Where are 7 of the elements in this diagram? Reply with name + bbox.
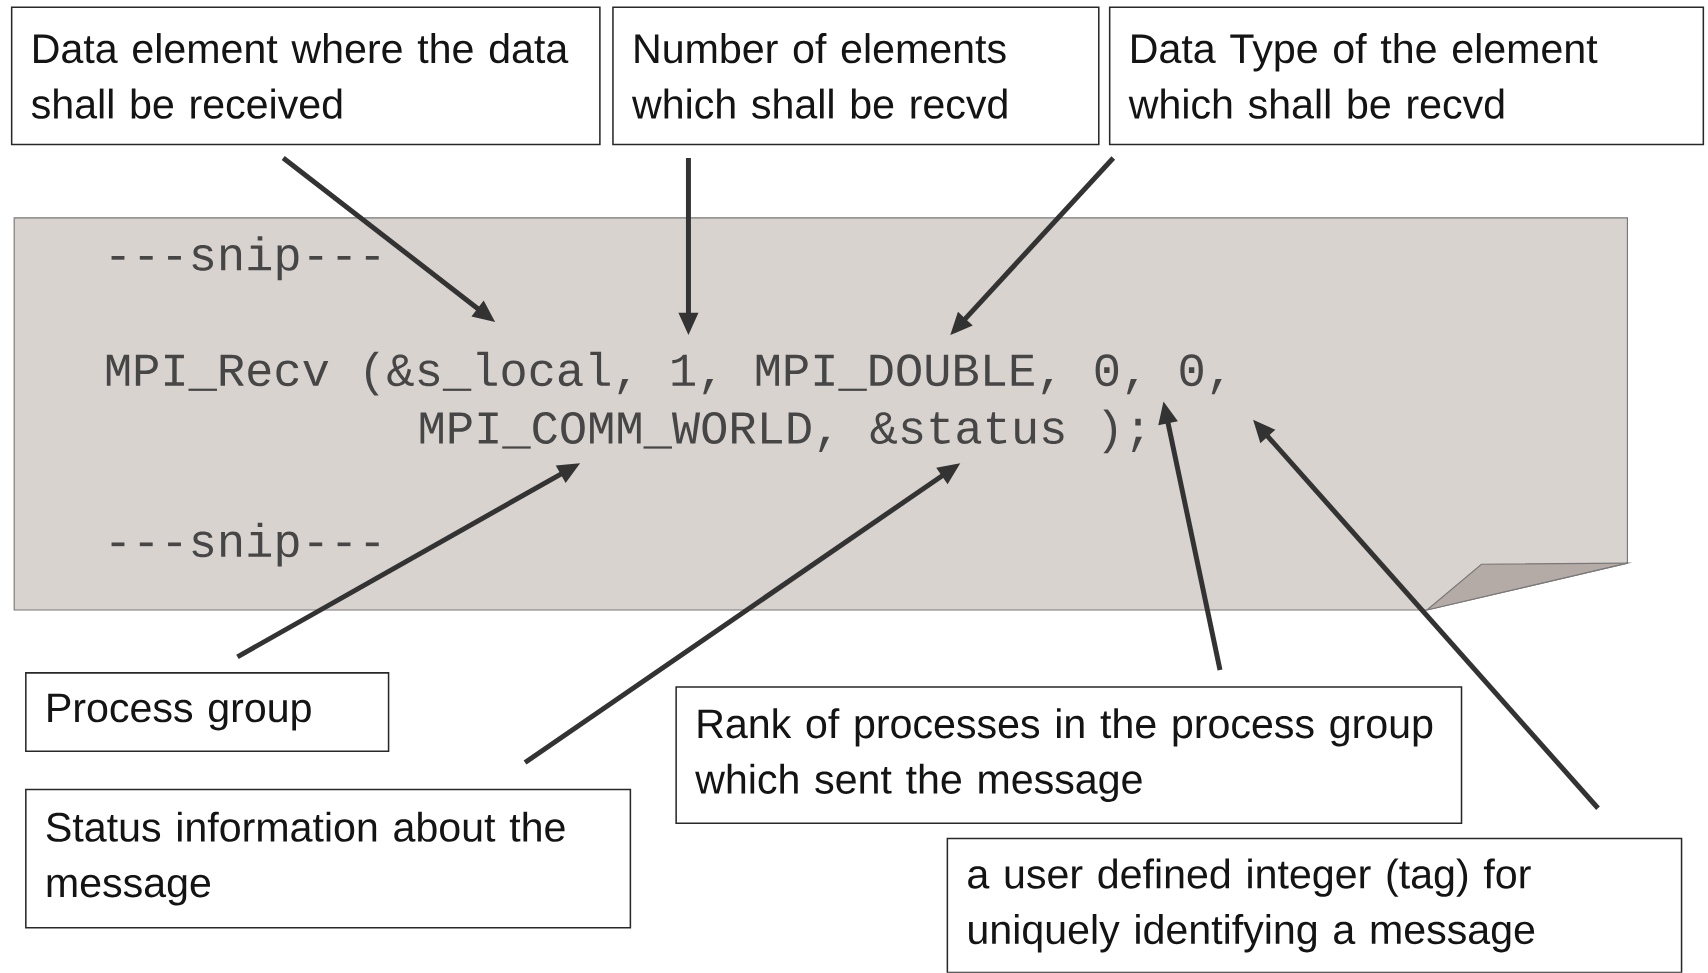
text-box: Number of elements which shall be recvd <box>612 6 1100 146</box>
text-box: Data element where the data shall be received <box>10 6 601 146</box>
text-box: Status information about the message <box>25 788 632 929</box>
text-box: a user defined integer (tag) for uniquely identifying a message <box>946 837 1683 973</box>
text-box: Rank of processes in the process group which sent the message <box>675 686 1463 825</box>
text-box: Data Type of the element which shall be recvd <box>1108 6 1705 146</box>
text-box: Process group <box>25 672 390 753</box>
